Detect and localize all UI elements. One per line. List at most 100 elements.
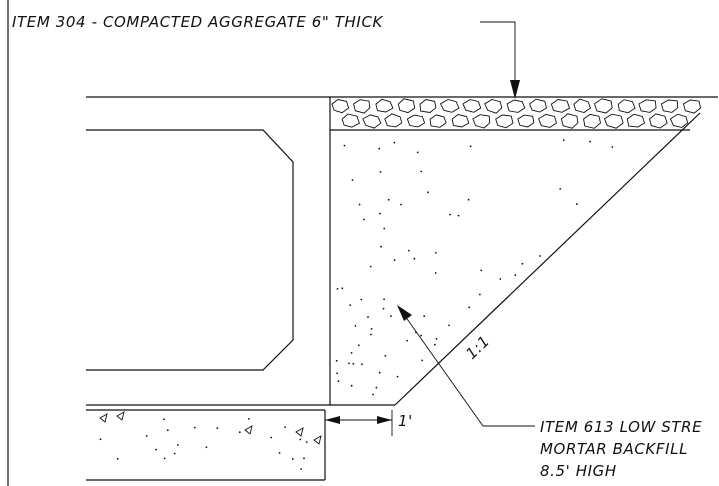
- stipple-dot: [427, 191, 429, 194]
- stipple-dot: [539, 255, 541, 257]
- aggregate-stone: [669, 113, 689, 128]
- stipple-dot: [284, 426, 286, 428]
- stipple-dot: [387, 198, 390, 201]
- stipple-dot: [378, 147, 381, 150]
- stipple-dot: [155, 448, 158, 451]
- aggregate-hatch: [331, 98, 701, 129]
- backfill-callout-line2: MORTAR BACKFILL: [540, 440, 688, 458]
- aggregate-stone: [529, 98, 548, 113]
- stipple-dot: [363, 218, 365, 221]
- stipple-dot: [354, 325, 357, 327]
- footing-concrete-hatch: [99, 411, 322, 470]
- aggregate-stone: [603, 113, 624, 129]
- stipple-dot: [413, 257, 416, 260]
- stipple-dot: [420, 334, 422, 337]
- stipple-dot: [370, 328, 373, 330]
- stipple-dot: [193, 426, 196, 429]
- aggregate-stone: [384, 113, 403, 128]
- stipple-dot: [166, 429, 169, 432]
- aggregate-triangle: [244, 425, 253, 435]
- stipple-dot: [383, 227, 386, 230]
- stipple-dot: [448, 324, 450, 327]
- stipple-dot: [457, 214, 460, 217]
- stipple-dot: [163, 457, 166, 460]
- stipple-dot: [205, 446, 208, 449]
- stipple-dot: [589, 140, 591, 143]
- aggregate-stone: [617, 99, 636, 114]
- stipple-dot: [247, 418, 250, 420]
- stipple-dot: [343, 144, 346, 147]
- stipple-dot: [468, 306, 471, 309]
- stipple-dot: [299, 438, 302, 441]
- backfill-callout-line3: 8.5' HIGH: [540, 462, 617, 480]
- aggregate-stone: [362, 114, 382, 129]
- stipple-dot: [562, 139, 565, 142]
- stipple-dot: [370, 333, 372, 336]
- aggregate-stone: [593, 98, 613, 114]
- footing-slab: [86, 409, 326, 481]
- aggregate-stone: [341, 113, 360, 128]
- aggregate-triangle: [99, 413, 108, 423]
- stipple-dot: [303, 457, 305, 460]
- stipple-dot: [521, 262, 524, 265]
- stipple-dot: [336, 372, 339, 375]
- offset-dim-text: 1': [398, 412, 413, 430]
- backfill-callout-line1: ITEM 613 LOW STRE: [540, 418, 702, 436]
- stipple-dot: [335, 359, 338, 362]
- stipple-dot: [467, 198, 470, 201]
- stipple-dot: [434, 272, 437, 274]
- backfill-stipple: [335, 139, 614, 396]
- backfill-callout: ITEM 613 LOW STRE MORTAR BACKFILL 8.5' H…: [397, 305, 702, 480]
- aggregate-stone: [682, 99, 701, 114]
- aggregate-callout: ITEM 304 - COMPACTED AGGREGATE 6" THICK: [12, 13, 520, 99]
- stipple-dot: [379, 171, 382, 173]
- stipple-dot: [449, 213, 451, 216]
- stipple-dot: [176, 444, 179, 446]
- stipple-dot: [116, 457, 119, 460]
- stipple-dot: [270, 436, 273, 439]
- stipple-dot: [393, 259, 396, 262]
- stipple-dot: [358, 203, 361, 206]
- aggregate-stone: [560, 113, 579, 129]
- stipple-dot: [367, 316, 369, 318]
- stipple-dot: [400, 203, 402, 206]
- stipple-dot: [421, 359, 424, 362]
- aggregate-stone: [648, 113, 668, 129]
- stipple-dot: [383, 298, 385, 301]
- aggregate-triangle: [313, 435, 322, 445]
- culvert-opening: [86, 129, 294, 371]
- aggregate-triangle: [116, 411, 125, 421]
- aggregate-stone: [638, 99, 657, 113]
- stipple-dot: [434, 252, 437, 254]
- aggregate-stone: [550, 99, 571, 113]
- stipple-dot: [361, 363, 363, 366]
- stipple-dot: [382, 307, 385, 310]
- aggregate-stone: [583, 113, 602, 129]
- stipple-dot: [393, 141, 396, 144]
- aggregate-stone: [439, 99, 460, 113]
- stipple-dot: [238, 431, 241, 434]
- stipple-dot: [372, 393, 374, 396]
- stipple-dot: [435, 338, 438, 340]
- aggregate-stone: [472, 114, 491, 129]
- stipple-dot: [337, 380, 340, 383]
- aggregate-callout-text: ITEM 304 - COMPACTED AGGREGATE 6" THICK: [12, 13, 384, 31]
- stipple-dot: [305, 441, 308, 443]
- aggregate-stone: [484, 99, 503, 114]
- stipple-dot: [291, 458, 294, 460]
- stipple-dot: [499, 278, 502, 280]
- aggregate-stone: [375, 98, 394, 113]
- aggregate-stone: [462, 99, 482, 113]
- stipple-dot: [384, 354, 387, 357]
- stipple-dot: [369, 265, 372, 268]
- aggregate-stone: [506, 99, 526, 113]
- aggregate-triangle: [295, 427, 304, 437]
- stipple-dot: [416, 151, 419, 154]
- aggregate-stone: [538, 113, 558, 128]
- culvert-box: [86, 96, 331, 406]
- aggregate-stone: [495, 114, 514, 129]
- stipple-dot: [396, 375, 399, 378]
- stipple-dot: [611, 146, 614, 148]
- aggregate-stone: [406, 114, 426, 128]
- stipple-dot: [479, 293, 481, 296]
